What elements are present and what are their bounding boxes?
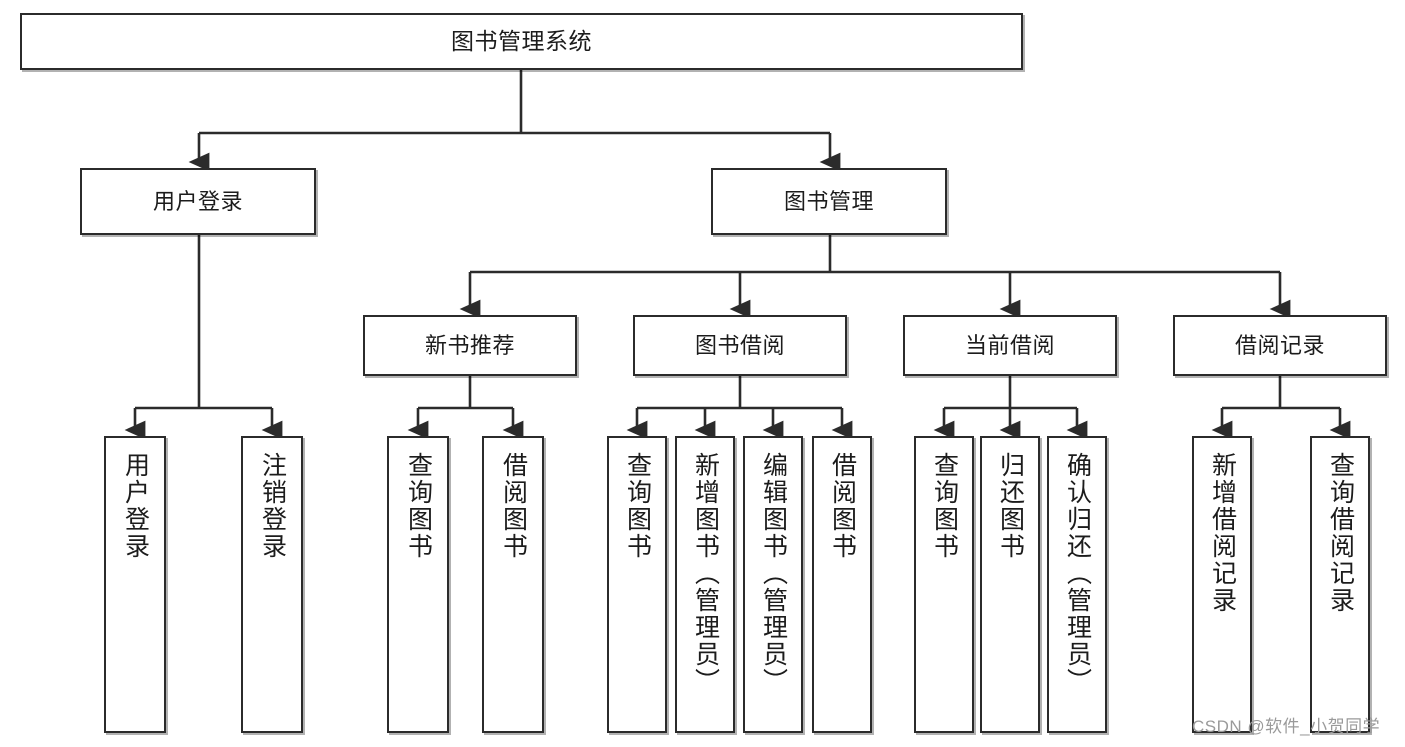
node-leaf-query-book-current[interactable]: 查询图书: [914, 436, 974, 733]
node-label: 归还图书: [996, 452, 1025, 560]
node-label: 图书管理: [783, 188, 874, 214]
node-label: 新增图书（管理员）: [691, 452, 720, 695]
node-label: 编辑图书（管理员）: [759, 452, 788, 695]
node-label: 图书管理系统: [451, 27, 592, 54]
node-leaf-edit-book[interactable]: 编辑图书（管理员）: [743, 436, 803, 733]
node-leaf-add-book[interactable]: 新增图书（管理员）: [675, 436, 735, 733]
node-new-book-recommend[interactable]: 新书推荐: [363, 315, 577, 376]
node-book-management[interactable]: 图书管理: [711, 168, 947, 235]
node-label: 借阅图书: [499, 452, 528, 560]
watermark: CSDN @软件_小贺同学: [1192, 717, 1381, 736]
node-borrow-record[interactable]: 借阅记录: [1173, 315, 1387, 376]
node-current-borrow[interactable]: 当前借阅: [903, 315, 1117, 376]
node-label: 确认归还（管理员）: [1063, 452, 1092, 695]
node-label: 查询借阅记录: [1326, 452, 1355, 614]
node-label: 新书推荐: [424, 332, 515, 358]
node-leaf-borrow-book-borrow[interactable]: 借阅图书: [812, 436, 872, 733]
node-label: 借阅记录: [1234, 332, 1325, 358]
node-label: 借阅图书: [828, 452, 857, 560]
node-label: 新增借阅记录: [1208, 452, 1237, 614]
node-label: 查询图书: [404, 452, 433, 560]
node-book-borrow[interactable]: 图书借阅: [633, 315, 847, 376]
node-label: 图书借阅: [694, 332, 785, 358]
node-label: 查询图书: [930, 452, 959, 560]
node-leaf-logout-login[interactable]: 注销登录: [241, 436, 303, 733]
node-leaf-confirm-return[interactable]: 确认归还（管理员）: [1047, 436, 1107, 733]
node-leaf-query-borrow-record[interactable]: 查询借阅记录: [1310, 436, 1370, 733]
node-leaf-user-login[interactable]: 用户登录: [104, 436, 166, 733]
node-leaf-query-book-recommend[interactable]: 查询图书: [387, 436, 449, 733]
node-root-book-management-system[interactable]: 图书管理系统: [20, 13, 1023, 70]
node-leaf-query-book-borrow[interactable]: 查询图书: [607, 436, 667, 733]
node-label: 用户登录: [121, 452, 150, 560]
node-label: 用户登录: [152, 188, 243, 214]
node-leaf-borrow-book-recommend[interactable]: 借阅图书: [482, 436, 544, 733]
node-leaf-add-borrow-record[interactable]: 新增借阅记录: [1192, 436, 1252, 733]
node-label: 当前借阅: [964, 332, 1055, 358]
node-leaf-return-book[interactable]: 归还图书: [980, 436, 1040, 733]
node-label: 注销登录: [258, 452, 287, 560]
node-user-login[interactable]: 用户登录: [80, 168, 316, 235]
node-label: 查询图书: [623, 452, 652, 560]
